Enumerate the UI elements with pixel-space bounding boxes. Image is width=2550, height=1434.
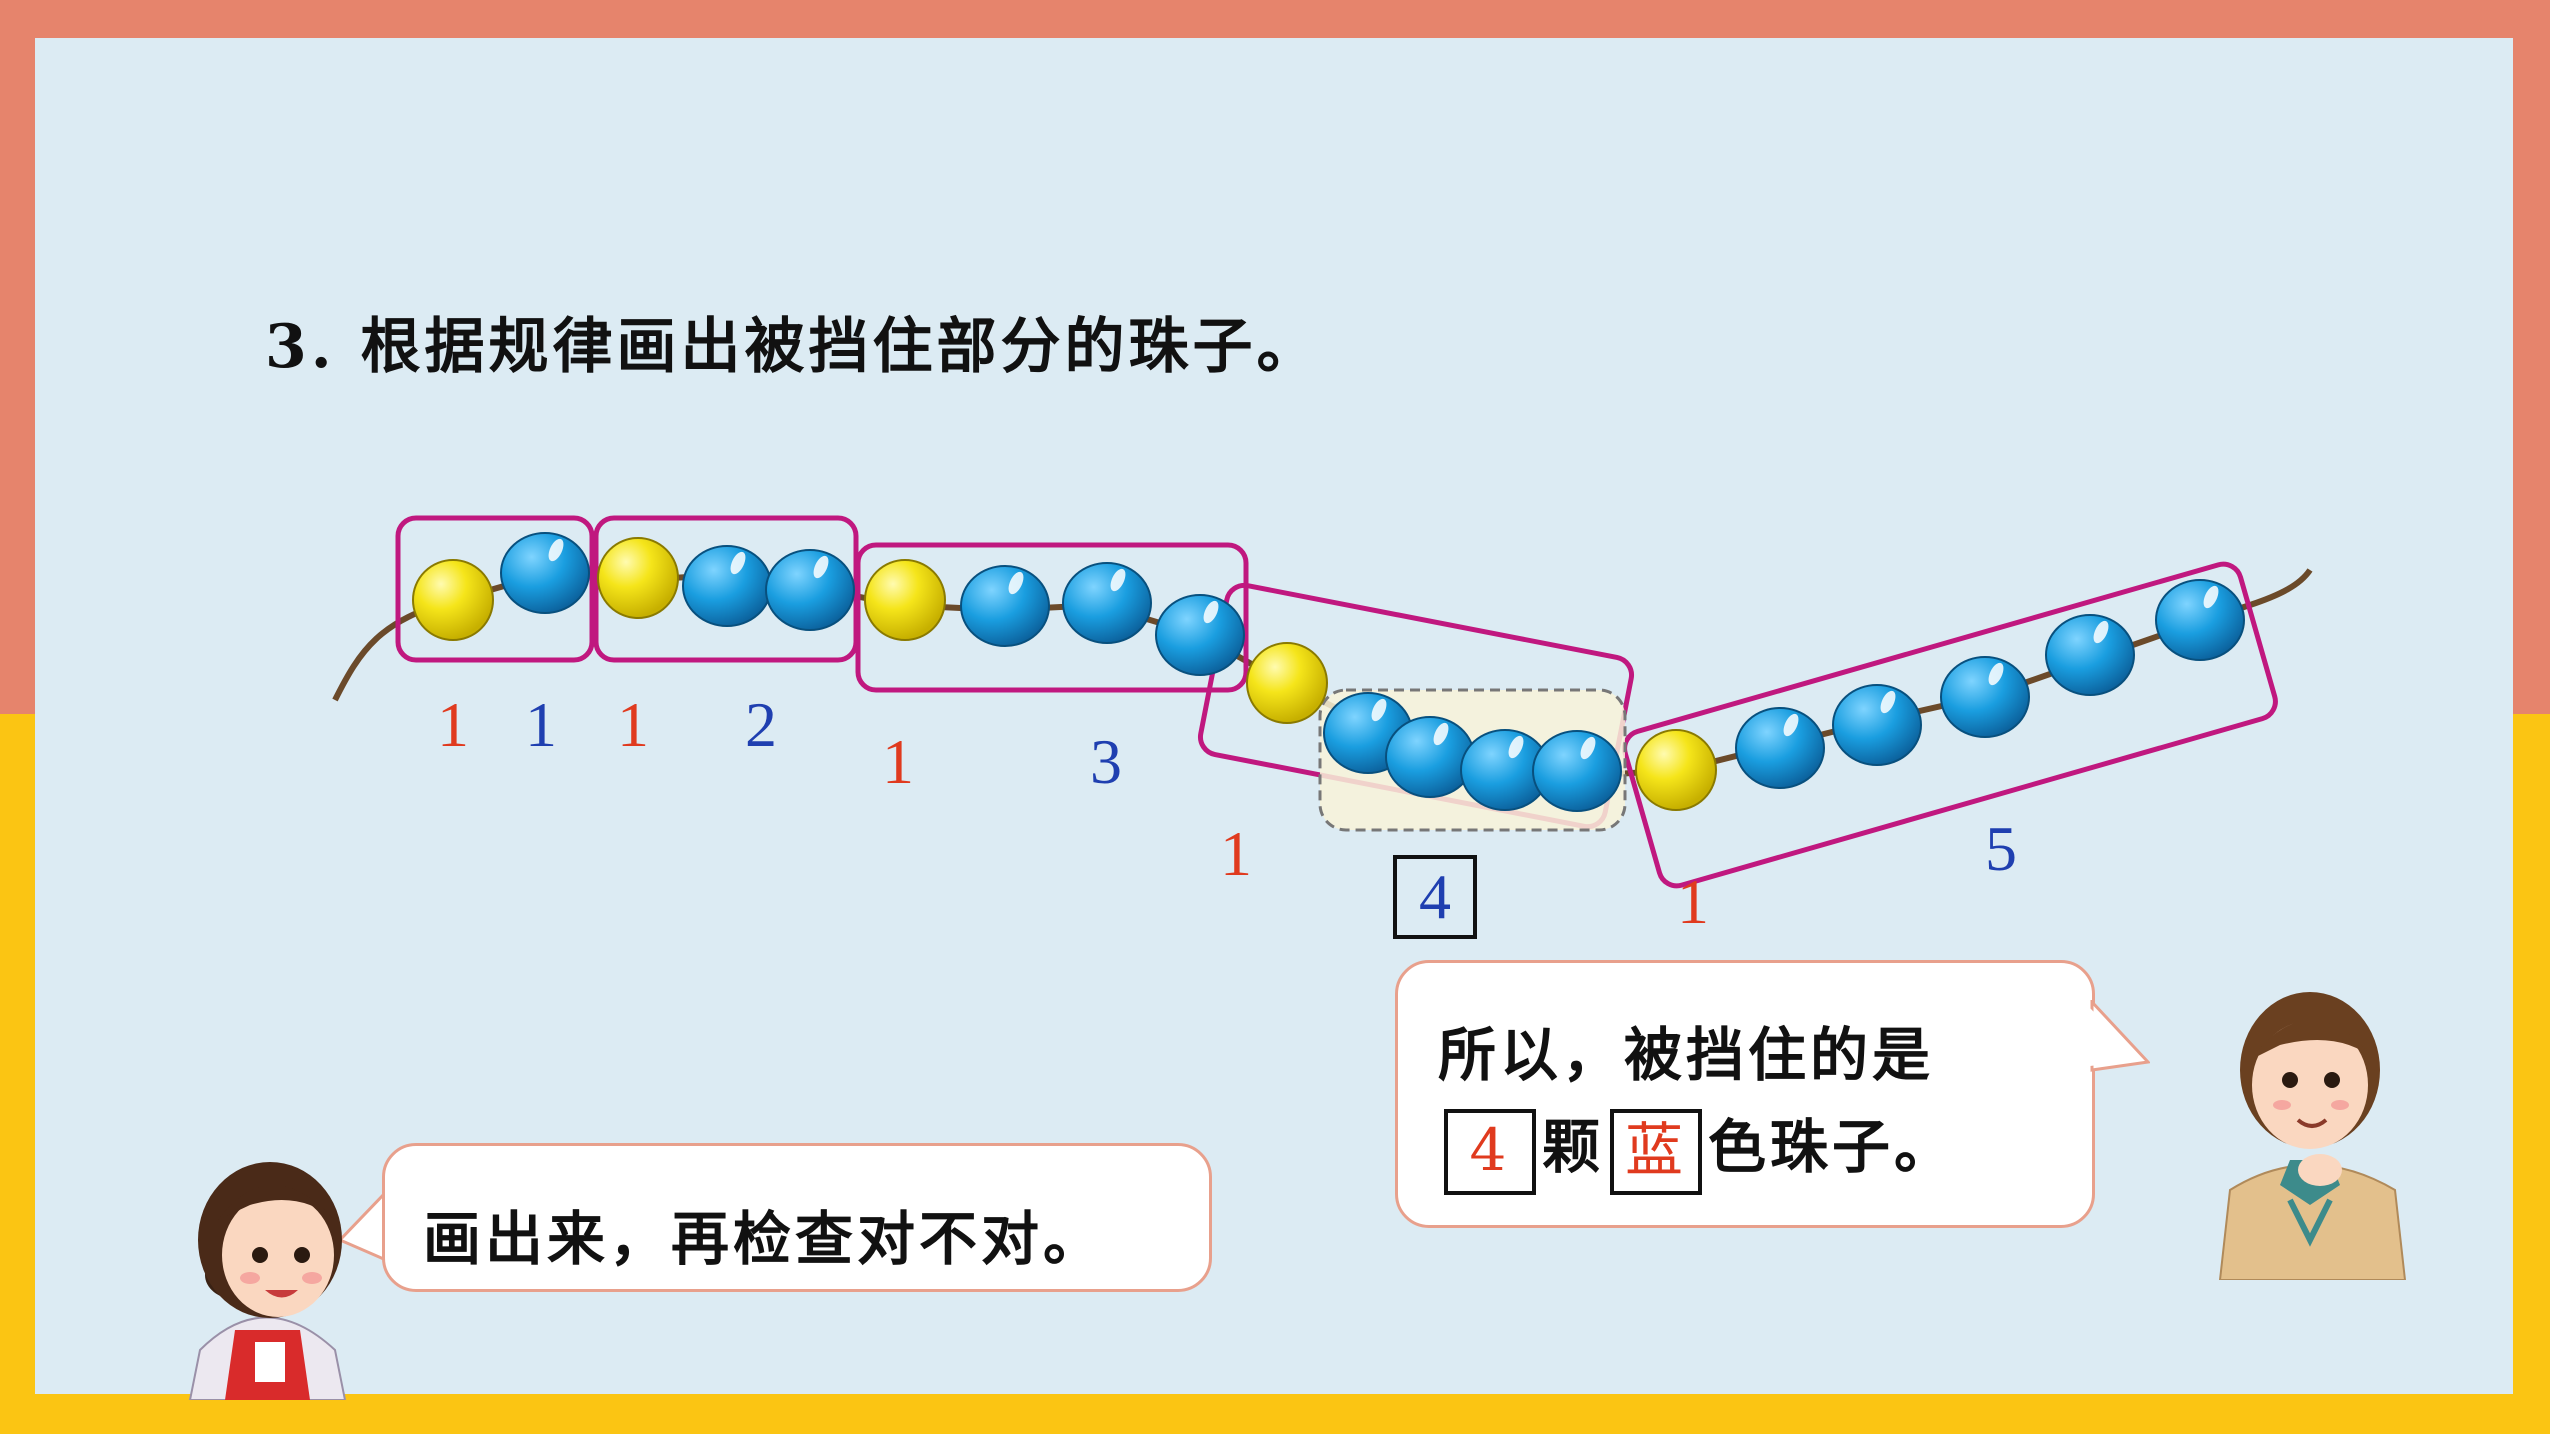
girl-speech-bubble: 画出来，再检查对不对。: [382, 1143, 1212, 1292]
line2-end: 色珠子。: [1708, 1113, 1957, 1181]
count-label: 1: [1677, 866, 1709, 937]
group-outline-5: [1622, 561, 2278, 889]
blue-bead: [500, 532, 2245, 812]
count-label: 1: [1220, 818, 1252, 889]
count-answer-box: 4: [1444, 1109, 1536, 1195]
count-label: 1: [882, 726, 914, 797]
group-outline-1: [395, 515, 595, 663]
count-label: 3: [1090, 726, 1122, 797]
count-label: 5: [1985, 813, 2017, 884]
hidden-count-box: 4: [1393, 855, 1477, 939]
count-label: 1: [437, 689, 469, 760]
group-outline-3: [855, 542, 1249, 693]
count-label: 1: [617, 689, 649, 760]
yellow-bead: [412, 537, 1717, 811]
boy-character-icon: [2218, 992, 2407, 1280]
girl-character-icon: [188, 1162, 347, 1400]
count-label: 1: [525, 689, 557, 760]
speech-bubble-tail: [2090, 1000, 2150, 1072]
question-title: 3. 根据规律画出被挡住部分的珠子。: [265, 312, 1321, 382]
string: [332, 566, 2313, 779]
count-label: 2: [745, 689, 777, 760]
word-ke: 颗: [1542, 1113, 1605, 1181]
girl-speech-text: 画出来，再检查对不对。: [423, 1205, 1106, 1273]
boy-speech-line1: 所以，被挡住的是: [1438, 1021, 1935, 1089]
color-answer-box: 蓝: [1610, 1109, 1703, 1195]
